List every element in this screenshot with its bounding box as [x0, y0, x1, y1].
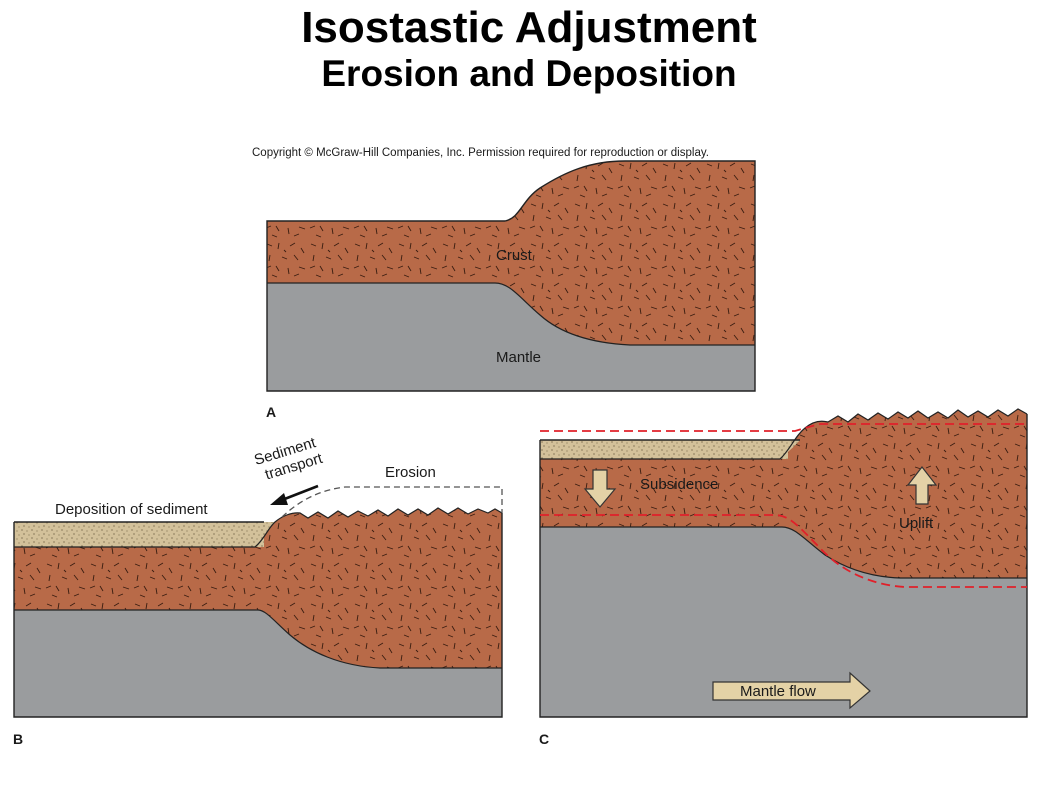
- panel-c-subsidence-arrow: [583, 469, 617, 508]
- title-block: Isostastic Adjustment Erosion and Deposi…: [0, 2, 1058, 94]
- panel-b-letter: B: [13, 731, 23, 747]
- panel-c-uplift-arrow: [906, 466, 938, 505]
- panel-c-original-surface-line: [540, 423, 1027, 432]
- panel-c-mantle-flow-arrow: [712, 671, 871, 710]
- copyright-notice: Copyright © McGraw-Hill Companies, Inc. …: [252, 147, 709, 159]
- panel-a-outline: [266, 160, 756, 392]
- panel-b-transport-arrow: [270, 484, 319, 505]
- panel-b: Deposition of sediment Sediment transpor…: [13, 434, 503, 747]
- panel-b-crust: [14, 508, 502, 668]
- panel-c-letter: C: [539, 731, 549, 747]
- panel-b-erosion-label: Erosion: [385, 464, 436, 481]
- panel-a-crust: [267, 161, 755, 345]
- panel-c-uplift-label: Uplift: [899, 515, 934, 532]
- page-subtitle: Erosion and Deposition: [321, 53, 737, 94]
- panel-a: Crust Mantle A: [266, 160, 756, 420]
- panel-c: Subsidence Uplift Mantle flow C: [539, 408, 1028, 747]
- panel-b-eroded-outline: [281, 486, 503, 518]
- page-title: Isostastic Adjustment: [301, 3, 757, 52]
- panel-b-crust-top: [14, 507, 503, 548]
- panel-c-mantle-flow-label: Mantle flow: [740, 683, 816, 700]
- panel-c-crust: [540, 409, 1027, 578]
- panel-c-moho: [540, 526, 1027, 579]
- panel-b-sediment: [14, 522, 264, 547]
- panel-a-moho: [267, 282, 755, 346]
- panel-b-deposition-label: Deposition of sediment: [55, 501, 208, 518]
- panel-c-outline: [539, 414, 1028, 718]
- panel-b-outline: [13, 513, 503, 718]
- panel-a-mantle-label: Mantle: [496, 349, 541, 366]
- panel-c-subsidence-label: Subsidence: [640, 476, 718, 493]
- panel-c-crust-top: [540, 408, 1028, 460]
- panel-c-sediment: [540, 440, 788, 459]
- panel-b-moho: [14, 609, 502, 669]
- panel-a-letter: A: [266, 404, 276, 420]
- panel-a-crust-label: Crust: [496, 247, 533, 264]
- panel-c-original-moho-line: [540, 514, 1027, 588]
